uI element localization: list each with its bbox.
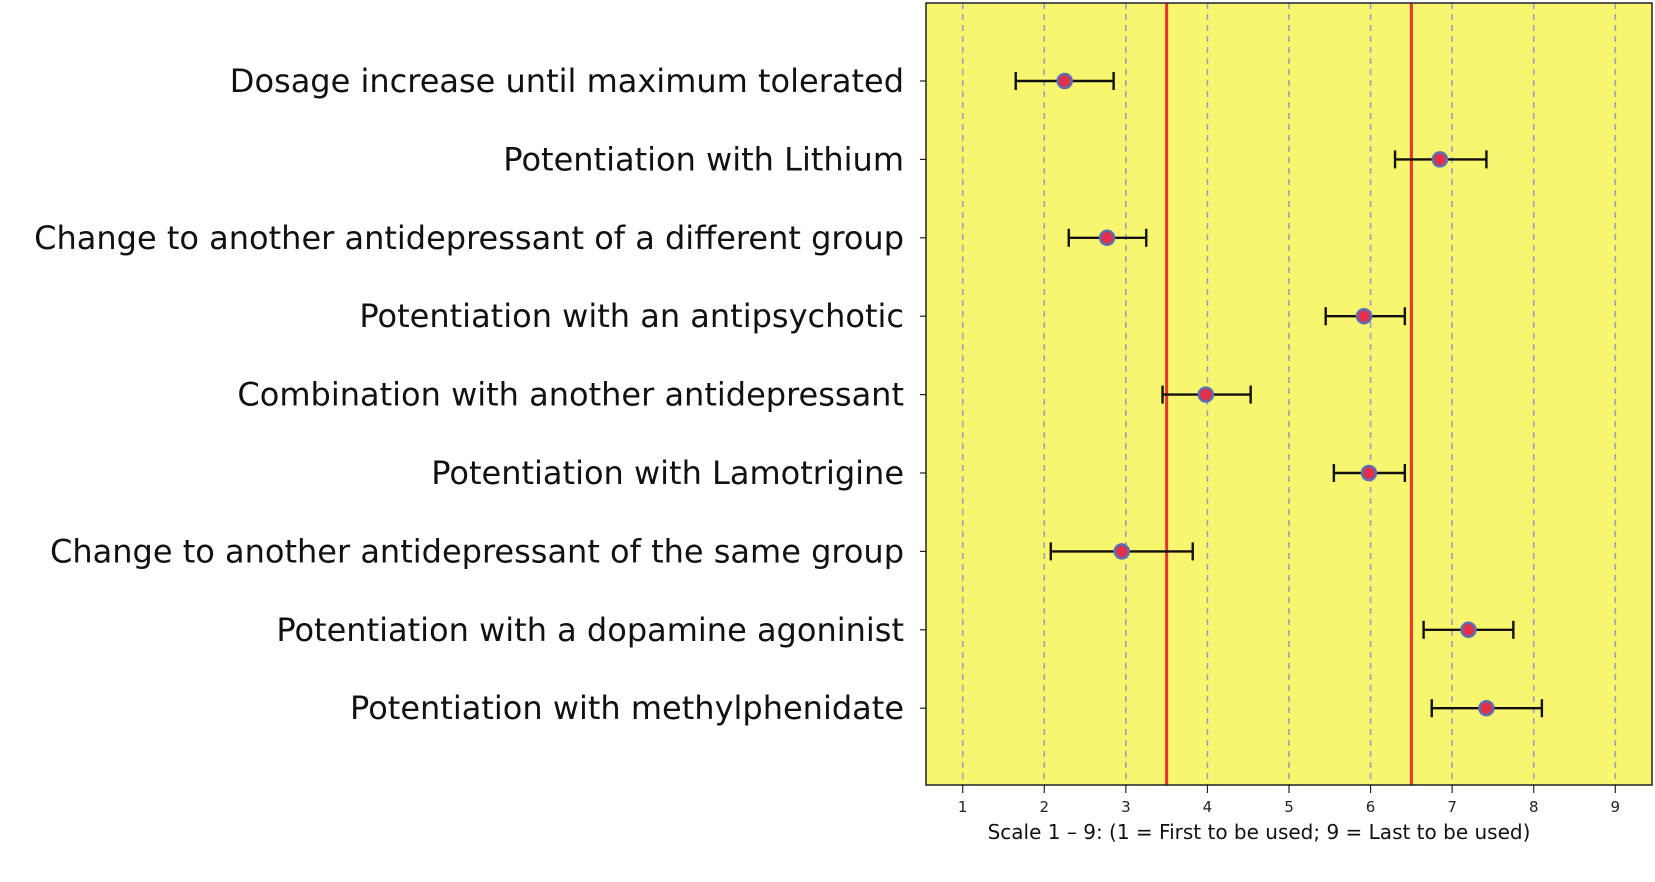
mean-marker bbox=[1197, 386, 1215, 403]
category-label: Potentiation with methylphenidate bbox=[350, 689, 904, 727]
mean-marker bbox=[1113, 543, 1131, 560]
x-tick-label: 1 bbox=[958, 798, 968, 816]
category-label: Change to another antidepressant of a di… bbox=[34, 219, 904, 257]
category-label: Potentiation with Lamotrigine bbox=[431, 454, 904, 492]
category-label: Change to another antidepressant of the … bbox=[50, 532, 904, 570]
category-label: Potentiation with Lithium bbox=[503, 140, 904, 178]
x-tick-label: 8 bbox=[1529, 798, 1539, 816]
x-tick-label: 3 bbox=[1121, 798, 1131, 816]
mean-marker bbox=[1355, 307, 1373, 325]
mean-marker bbox=[1098, 229, 1116, 247]
category-label: Potentiation with an antipsychotic bbox=[359, 297, 904, 335]
x-tick-label: 5 bbox=[1284, 798, 1294, 816]
x-tick-label: 9 bbox=[1611, 798, 1621, 816]
x-tick-label: 7 bbox=[1447, 798, 1457, 816]
x-axis-label: Scale 1 – 9: (1 = First to be used; 9 = … bbox=[988, 820, 1531, 844]
category-labels: Dosage increase until maximum toleratedP… bbox=[34, 62, 904, 727]
x-tick-label: 6 bbox=[1366, 798, 1376, 816]
mean-marker bbox=[1056, 72, 1073, 90]
x-tick-label: 2 bbox=[1040, 798, 1050, 816]
category-label: Potentiation with a dopamine agoninist bbox=[276, 611, 904, 649]
y-ticks bbox=[920, 80, 926, 709]
x-tick-label: 4 bbox=[1203, 798, 1213, 816]
category-label: Combination with another antidepressant bbox=[237, 376, 904, 414]
mean-marker bbox=[1478, 699, 1495, 717]
data-points bbox=[1014, 72, 1544, 718]
x-axis-ticks: 1 2 3 4 5 6 7 8 9 bbox=[958, 785, 1620, 816]
mean-marker bbox=[1360, 464, 1378, 482]
mean-marker bbox=[1431, 151, 1449, 168]
category-label: Dosage increase until maximum tolerated bbox=[230, 62, 904, 100]
mean-marker bbox=[1460, 621, 1477, 639]
